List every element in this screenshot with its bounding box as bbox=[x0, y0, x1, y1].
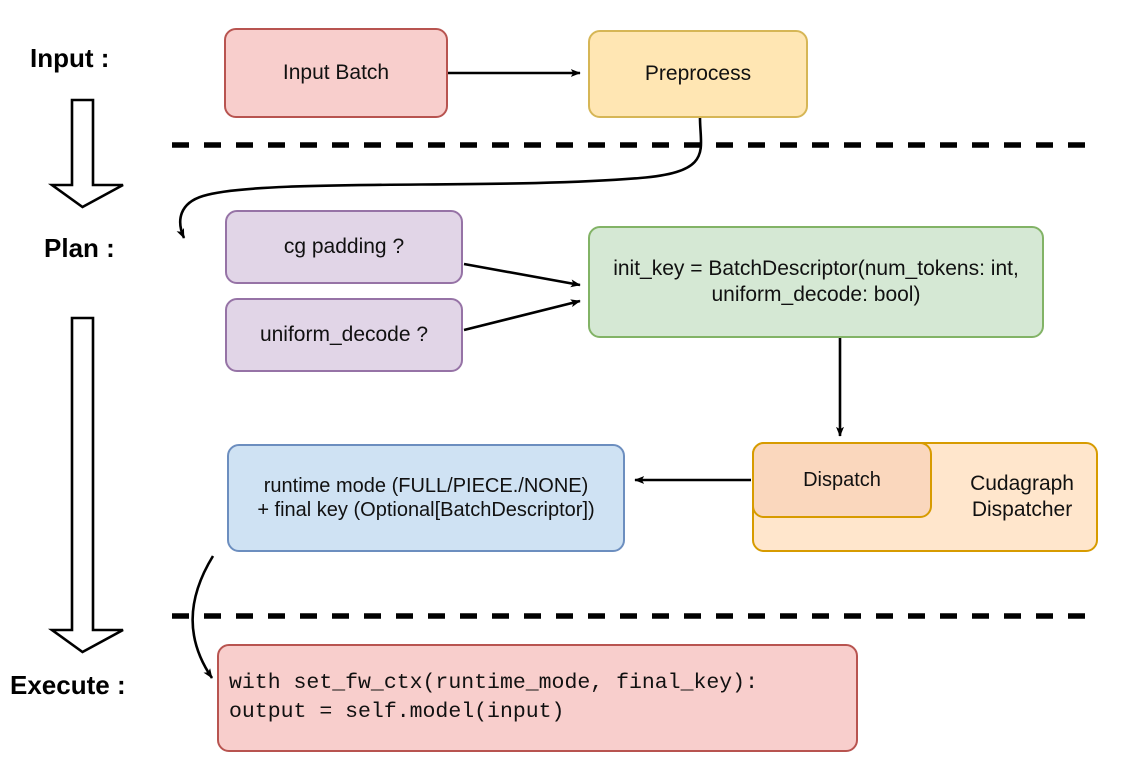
uniform-decode-to-init-key bbox=[463, 299, 581, 332]
node-init-key[interactable]: init_key = BatchDescriptor(num_tokens: i… bbox=[588, 226, 1044, 338]
node-runtime-mode[interactable]: runtime mode (FULL/PIECE./NONE) + final … bbox=[227, 444, 625, 552]
node-preprocess[interactable]: Preprocess bbox=[588, 30, 808, 118]
cg-padding-to-init-key bbox=[463, 262, 581, 288]
plan-to-execute-flow-arrow bbox=[47, 316, 124, 654]
node-cg-padding[interactable]: cg padding ? bbox=[225, 210, 463, 284]
input-to-plan-flow-arrow bbox=[47, 98, 124, 209]
node-dispatch[interactable]: Dispatch bbox=[752, 442, 932, 518]
runtime-mode-to-execute-code bbox=[191, 555, 215, 679]
node-execute-code[interactable]: with set_fw_ctx(runtime_mode, final_key)… bbox=[217, 644, 858, 752]
node-uniform-decode[interactable]: uniform_decode ? bbox=[225, 298, 463, 372]
stage-label-plan: Plan : bbox=[44, 233, 115, 263]
stage-label-execute: Execute : bbox=[10, 670, 126, 700]
node-input-batch[interactable]: Input Batch bbox=[224, 28, 448, 118]
stage-label-input: Input : bbox=[30, 43, 110, 73]
